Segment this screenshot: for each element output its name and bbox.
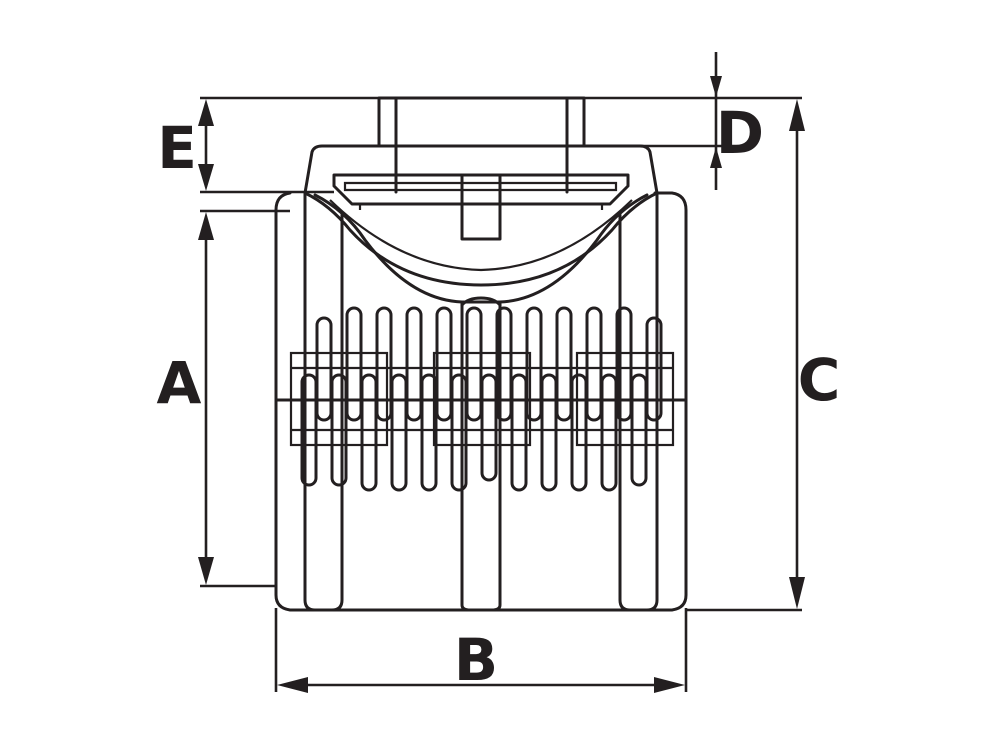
pin-upper	[345, 306, 363, 422]
label-d: D	[716, 99, 764, 167]
overlay-frame-right	[575, 351, 675, 447]
pin-upper	[645, 316, 663, 422]
left-rail	[303, 191, 344, 612]
pin-upper	[525, 306, 543, 422]
dim-d-arrow-bottom	[710, 147, 722, 168]
label-b: B	[454, 626, 498, 694]
inner-frame-detail	[343, 181, 618, 192]
center-column	[460, 300, 502, 612]
pin-lower	[510, 373, 528, 492]
dim-a-arrow-bottom	[198, 557, 214, 585]
pin-upper	[495, 306, 513, 422]
pin-lower	[480, 373, 498, 482]
pin-upper	[405, 306, 423, 422]
dim-e-arrow-top	[198, 99, 214, 126]
pin-upper	[315, 316, 333, 422]
dimension-lines	[198, 52, 805, 693]
pin-lower	[600, 373, 618, 492]
pin-lower	[300, 373, 318, 487]
pin-upper	[585, 306, 603, 422]
saddle-curve-inner	[313, 193, 649, 304]
pin-lower	[420, 373, 438, 492]
pin-lower	[360, 373, 378, 492]
pin-lower	[450, 373, 468, 492]
dim-c-arrow-top	[789, 99, 805, 131]
dim-b-arrow-right	[654, 677, 685, 693]
right-rail	[618, 191, 659, 612]
pin-lower	[630, 373, 648, 487]
pin-lower	[540, 373, 558, 492]
pin-upper	[615, 306, 633, 422]
pin-upper	[435, 306, 453, 422]
label-a: A	[157, 349, 202, 417]
overlay-frame-left	[289, 351, 389, 447]
upper-pin-row	[315, 306, 663, 422]
pin-lower	[570, 373, 588, 492]
connector-body	[274, 96, 688, 612]
pin-upper	[555, 306, 573, 422]
lower-pin-row	[300, 373, 648, 492]
pin-lower	[390, 373, 408, 492]
saddle-curve-outer	[303, 191, 659, 287]
dim-b-arrow-left	[277, 677, 308, 693]
pin-lower	[330, 373, 348, 487]
inner-frame	[332, 173, 630, 206]
label-e: E	[157, 114, 197, 182]
dim-a-arrow-top	[198, 212, 214, 240]
dim-e-arrow-bottom	[198, 164, 214, 191]
housing-outline	[274, 191, 688, 612]
upper-shell	[303, 144, 659, 195]
saddle-curve-mid	[329, 199, 633, 272]
label-c: C	[798, 346, 841, 414]
center-key	[460, 173, 502, 241]
pin-upper	[465, 306, 483, 422]
dim-d-arrow-top	[710, 76, 722, 97]
latch-block	[377, 96, 586, 148]
dim-c-arrow-bottom	[789, 577, 805, 609]
column-notch	[460, 296, 502, 307]
pin-upper	[375, 306, 393, 422]
